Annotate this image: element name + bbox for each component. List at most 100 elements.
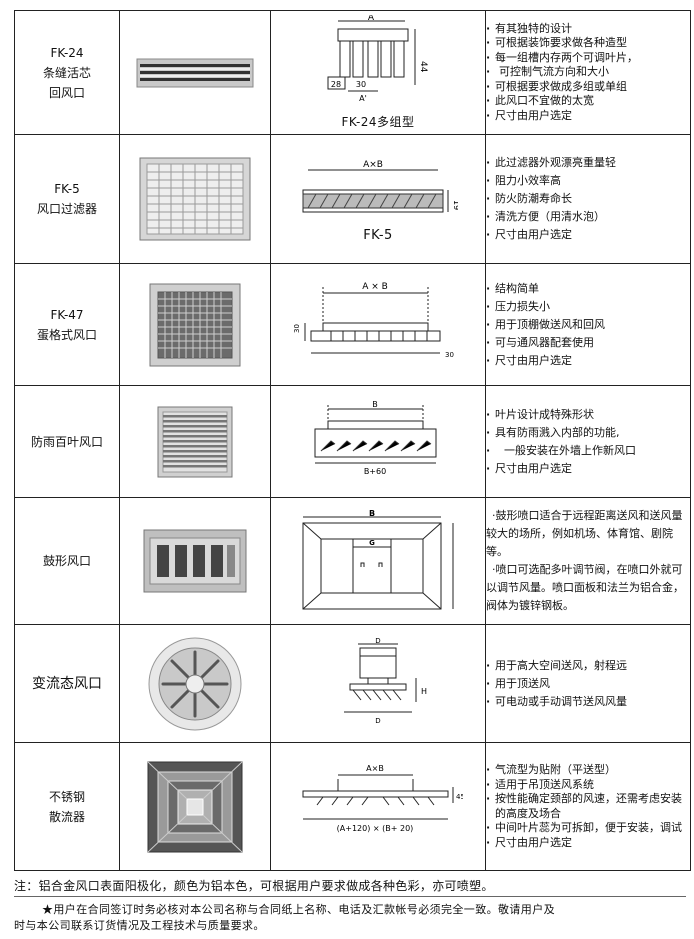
product-drawing-cell: B G: [270, 497, 486, 625]
drawing-caption: FK-5: [363, 227, 393, 243]
drum-diffuser-photo-icon: [143, 529, 247, 593]
dim-label: 44: [418, 61, 428, 73]
feature-item: 清洗方便（用清水泡）: [486, 208, 690, 226]
feature-item: 用于高大空间送风，射程远: [486, 657, 690, 675]
product-photo-cell: [119, 742, 271, 871]
feature-item: 一般安装在外墙上作新风口: [486, 442, 690, 460]
product-drawing-cell: D H D: [270, 624, 486, 743]
feature-item: 阻力小效率高: [486, 172, 690, 190]
notice-line: 时与本公司联系订货情况及工程技术与质量要求。: [14, 919, 265, 932]
feature-item: 尺寸由用户选定: [486, 836, 690, 851]
dim-label: A: [368, 15, 375, 23]
footer-divider: [14, 896, 686, 897]
product-name-cell: 变流态风口: [14, 624, 120, 743]
feature-item: 按性能确定颈部的风速，还需考虑安装的高度及场合: [486, 792, 690, 821]
feature-item: 可根据要求做成多组或单组: [486, 80, 690, 95]
swirl-diffuser-photo-icon: [148, 637, 242, 730]
product-code: FK-47: [50, 307, 84, 322]
product-name: 散流器: [48, 809, 85, 824]
dim-label: B: [369, 509, 375, 518]
product-code: FK-24: [50, 45, 84, 60]
product-name: 风口过滤器: [36, 202, 97, 216]
dim-label: G: [369, 539, 375, 547]
feature-list: 结构简单 压力损失小 用于顶棚做送风和回风 可与通风器配套使用 尺寸由用户选定: [486, 280, 690, 370]
feature-item: 此过滤器外观漂亮重量轻: [486, 154, 690, 172]
product-row-drum-diffuser: 鼓形风口 B: [14, 497, 691, 625]
dim-label: 19: [452, 200, 458, 210]
product-name-cell: 不锈钢 散流器: [14, 742, 120, 871]
product-row-stainless-diffuser: 不锈钢 散流器 A×B: [14, 742, 691, 871]
dim-label: 45: [456, 793, 463, 801]
product-name-cell: FK-24 条缝活芯 回风口: [14, 10, 120, 135]
feature-item: 具有防雨溅入内部的功能,: [486, 424, 690, 442]
product-features-cell: 用于高大空间送风，射程远 用于顶送风 可电动或手动调节送风风量: [485, 624, 691, 743]
feature-item: 有其独特的设计: [486, 22, 690, 37]
feature-item: 中间叶片蕊为可拆卸，便于安装，调试: [486, 821, 690, 836]
product-row-swirl-diffuser: 变流态风口 D: [14, 624, 691, 743]
product-drawing-cell: A×B 45 (A+120) × (B+ 20): [270, 742, 486, 871]
feature-item: 叶片设计成特殊形状: [486, 406, 690, 424]
feature-item: 用于顶棚做送风和回风: [486, 316, 690, 334]
product-name-cell: FK-47 蛋格式风口: [14, 263, 120, 386]
product-drawing-cell: B B+60: [270, 385, 486, 498]
fk5-filter-section-drawing-icon: A×B 19: [302, 160, 458, 212]
product-features-cell: 此过滤器外观漂亮重量轻 阻力小效率高 防火防潮寿命长 清洗方便（用清水泡） 尺寸…: [485, 134, 691, 264]
feature-item: 适用于吊顶送风系统: [486, 778, 690, 793]
feature-list: 叶片设计成特殊形状 具有防雨溅入内部的功能, 一般安装在外墙上作新风口 尺寸由用…: [486, 406, 690, 478]
feature-paragraph: ·喷口可选配多叶调节阀，在喷口外就可以调节风量。喷口面板和法兰为铝合金，阀体为镀…: [486, 563, 684, 612]
product-name: 蛋格式风口: [36, 327, 97, 342]
dim-label: 30: [356, 80, 366, 89]
feature-item: 可根据装饰要求做各种造型: [486, 36, 690, 51]
dim-label: D: [375, 637, 380, 645]
product-photo-cell: [119, 497, 271, 625]
product-name-cell: FK-5 风口过滤器: [14, 134, 120, 264]
product-features-cell: ·鼓形喷口适合于远程距离送风和送风量较大的场所，例如机场、体育馆、剧院等。 ·喷…: [485, 497, 691, 625]
product-photo-cell: [119, 385, 271, 498]
feature-item: 尺寸由用户选定: [486, 226, 690, 244]
dim-label: 28: [331, 80, 341, 89]
product-name: 不锈钢: [48, 789, 85, 804]
feature-item: 可电动或手动调节送风风量: [486, 693, 690, 711]
notice-line: ★用户在合同签订时务必核对本公司名称与合同纸上名称、电话及汇款帐号必须完全一致。…: [42, 903, 555, 916]
feature-list: 有其独特的设计 可根据装饰要求做各种造型 每一组槽内存两个可调叶片， 可控制气流…: [486, 22, 690, 124]
product-row-rainproof-louver: 防雨百叶风口 B: [14, 385, 691, 498]
filter-grille-photo-icon: [139, 157, 251, 241]
product-drawing-cell: A × B 30 30: [270, 263, 486, 386]
feature-list: 用于高大空间送风，射程远 用于顶送风 可电动或手动调节送风风量: [486, 657, 690, 711]
swirl-diffuser-section-drawing-icon: D H D: [344, 637, 427, 725]
drum-diffuser-front-drawing-icon: B G: [302, 509, 454, 610]
dim-label: D: [375, 717, 380, 725]
dim-label: A': [359, 94, 367, 103]
dim-label: 30: [293, 324, 301, 333]
product-name: 防雨百叶风口: [30, 434, 103, 449]
product-drawing-cell: A×B 19 FK-5: [270, 134, 486, 264]
feature-item: 尺寸由用户选定: [486, 352, 690, 370]
product-name: 变流态风口: [32, 675, 102, 692]
feature-item: 可控制气流方向和大小: [486, 65, 690, 80]
product-row-fk24: FK-24 条缝活芯 回风口 A: [14, 10, 691, 135]
feature-item: 用于顶送风: [486, 675, 690, 693]
product-row-fk47: FK-47 蛋格式风口: [14, 263, 691, 386]
product-name: 条缝活芯: [42, 65, 91, 80]
dim-label: B+60: [364, 467, 386, 476]
product-photo-cell: [119, 134, 271, 264]
product-photo-cell: [119, 624, 271, 743]
dim-label: A × B: [362, 282, 388, 292]
louver-section-drawing-icon: B B+60: [314, 400, 437, 476]
product-features-cell: 结构简单 压力损失小 用于顶棚做送风和回风 可与通风器配套使用 尺寸由用户选定: [485, 263, 691, 386]
product-table: FK-24 条缝活芯 回风口 A: [14, 10, 691, 871]
material-note: 注：铝合金风口表面阳极化，颜色为铝本色，可根据用户要求做成各种色彩，亦可喷塑。: [14, 879, 494, 893]
feature-item: 结构简单: [486, 280, 690, 298]
feature-item: 每一组槽内存两个可调叶片，: [486, 51, 690, 66]
drawing-caption: FK-24多组型: [341, 115, 415, 129]
feature-item: 可与通风器配套使用: [486, 334, 690, 352]
fk47-section-drawing-icon: A × B 30 30: [293, 282, 454, 359]
product-row-fk5: FK-5 风口过滤器 A: [14, 134, 691, 264]
product-features-cell: 气流型为贴附（平送型） 适用于吊顶送风系统 按性能确定颈部的风速，还需考虑安装的…: [485, 742, 691, 871]
product-features-cell: 叶片设计成特殊形状 具有防雨溅入内部的功能, 一般安装在外墙上作新风口 尺寸由用…: [485, 385, 691, 498]
product-name: 回风口: [48, 85, 85, 100]
rainproof-louver-photo-icon: [157, 406, 233, 477]
feature-item: 尺寸由用户选定: [486, 109, 690, 124]
dim-label: A×B: [363, 160, 383, 170]
